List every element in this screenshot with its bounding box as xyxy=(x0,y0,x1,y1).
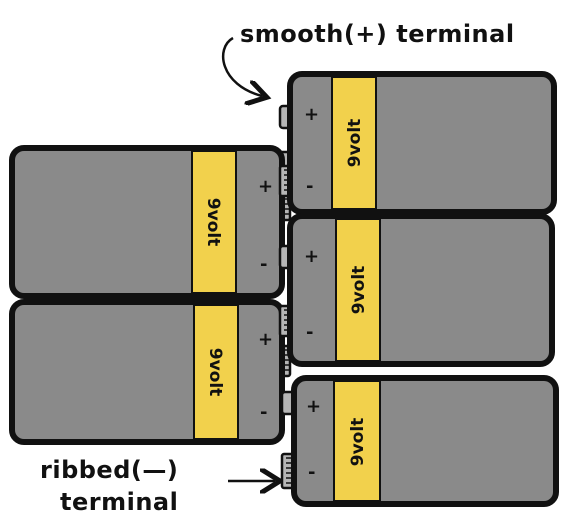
battery-volt-label: 9volt xyxy=(349,266,369,315)
battery-left-bottom: 9volt + - xyxy=(9,299,292,445)
ribbed-terminal-label-line1: ribbed(—) xyxy=(40,456,178,484)
battery-left-top: 9volt + - xyxy=(9,145,292,299)
battery-right-middle: 9volt + - xyxy=(278,213,555,367)
top-arrow-icon xyxy=(221,36,262,96)
plus-sign: + xyxy=(304,246,319,267)
battery-right-top: 9volt + - xyxy=(278,71,557,215)
battery-volt-label: 9volt xyxy=(345,119,365,168)
battery-volt-label: 9volt xyxy=(205,348,225,397)
minus-sign: - xyxy=(260,402,267,423)
ribbed-terminal-label-line2: terminal xyxy=(60,488,178,516)
smooth-terminal-label: smooth(+) terminal xyxy=(240,20,515,48)
battery-volt-label: 9volt xyxy=(348,418,368,467)
plus-sign: + xyxy=(304,104,319,125)
minus-sign: - xyxy=(306,176,313,197)
battery-volt-label: 9volt xyxy=(203,198,223,247)
minus-sign: - xyxy=(308,462,315,483)
battery-right-bottom: 9volt + - xyxy=(280,375,559,507)
minus-sign: - xyxy=(260,254,267,275)
plus-sign: + xyxy=(306,396,321,417)
plus-sign: + xyxy=(258,176,273,197)
plus-sign: + xyxy=(258,329,273,350)
minus-sign: - xyxy=(306,322,313,343)
